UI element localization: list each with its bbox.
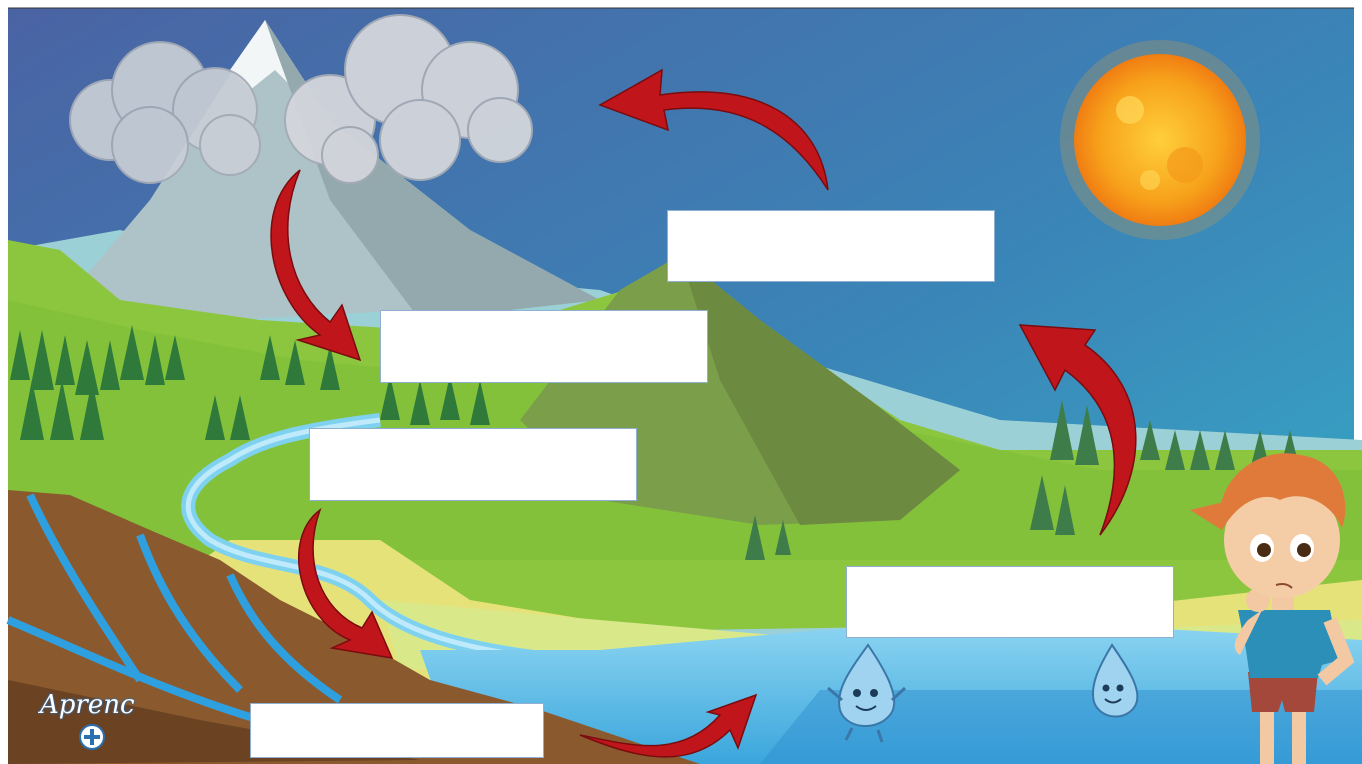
label-box-runoff[interactable]: [309, 428, 637, 501]
plus-icon: [78, 723, 106, 751]
label-box-evaporation[interactable]: [846, 566, 1174, 638]
label-box-precipitation[interactable]: [380, 310, 708, 383]
aprenc-logo: Aprenc: [40, 692, 135, 718]
label-box-condensation[interactable]: [667, 210, 995, 282]
sun-icon: [1060, 40, 1260, 240]
label-box-infiltration[interactable]: [250, 703, 544, 758]
